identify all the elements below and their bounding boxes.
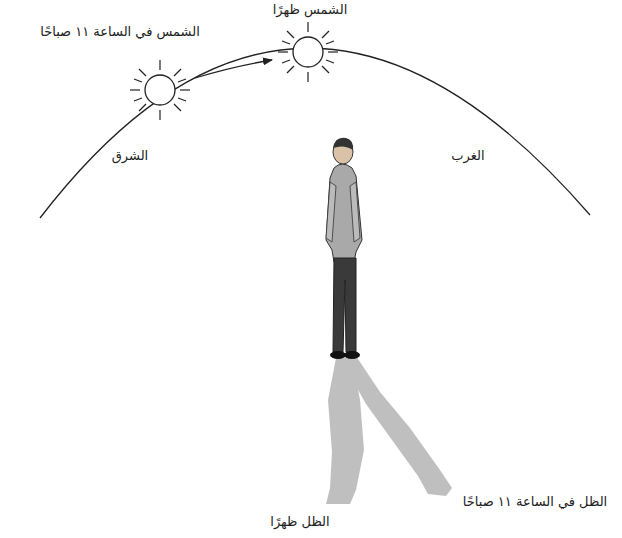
- text-label: الشرق: [112, 148, 148, 165]
- person: [326, 138, 362, 359]
- text-label: الغرب: [451, 148, 484, 165]
- sky-arc: [40, 48, 590, 218]
- text-label: الظل ظهرًا: [270, 514, 329, 531]
- sun-11am: [130, 60, 190, 120]
- text-label: الظل في الساعة ١١ صباحًا: [463, 494, 607, 511]
- sun-noon: [278, 22, 338, 82]
- text-label: الشمس ظهرًا: [273, 2, 348, 19]
- morning-shadow: [340, 356, 452, 496]
- text-label: الشمس في الساعة ١١ صباحًا: [40, 24, 200, 41]
- motion-arrow: [195, 60, 272, 78]
- shadows: [326, 356, 452, 504]
